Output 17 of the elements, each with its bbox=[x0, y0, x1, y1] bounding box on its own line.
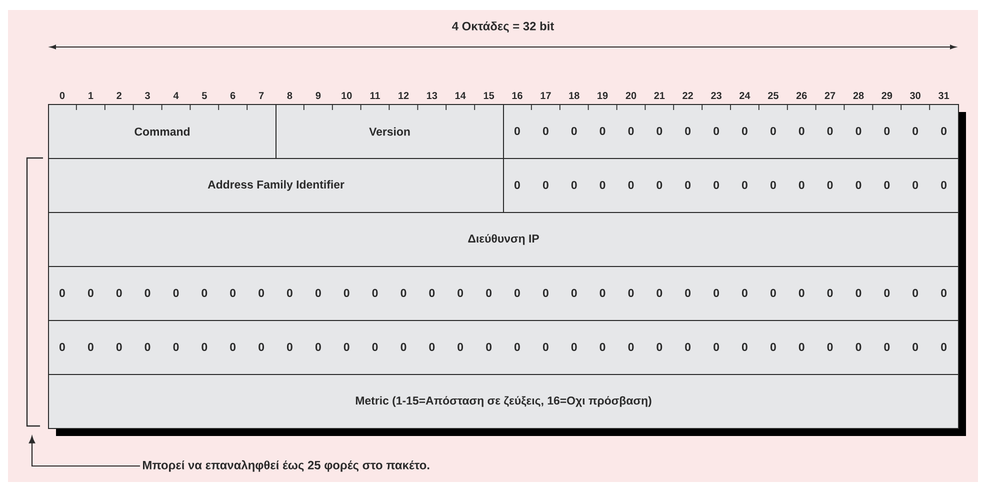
zero-field: 0 0 0 0 0 0 0 0 0 0 0 0 0 0 0 0 0 0 0 0 0 0 0 0 0 0 0 0 0 0 0 0 bbox=[48, 320, 959, 375]
field-cell: Version bbox=[276, 104, 504, 159]
field-cell: Metric (1-15=Απόσταση σε ζεύξεις, 16=Οχι πρόσβαση) bbox=[48, 374, 959, 429]
bit-number: 16 bbox=[512, 92, 522, 100]
bit-number: 15 bbox=[484, 92, 494, 100]
field-cell: Διεύθυνση IP bbox=[48, 212, 959, 267]
zero-field: 0 0 0 0 0 0 0 0 0 0 0 0 0 0 0 0 bbox=[503, 158, 959, 213]
dimension-label: 4 Οκτάδες = 32 bit bbox=[452, 21, 554, 33]
field-cell: Address Family Identifier bbox=[48, 158, 504, 213]
bit-number: 7 bbox=[258, 92, 264, 99]
bit-number: 8 bbox=[287, 92, 292, 100]
zero-field: 0 0 0 0 0 0 0 0 0 0 0 0 0 0 0 0 bbox=[503, 104, 959, 159]
bracket bbox=[26, 157, 43, 427]
field-cell: Command bbox=[48, 104, 276, 159]
arrow bbox=[28, 436, 140, 467]
zero-field: 0 0 0 0 0 0 0 0 0 0 0 0 0 0 0 0 0 0 0 0 0 0 0 0 0 0 0 0 0 0 0 0 bbox=[48, 266, 959, 321]
note-text: Μπορεί να επαναληφθεί έως 25 φορές στο πακέτο. bbox=[143, 460, 430, 472]
